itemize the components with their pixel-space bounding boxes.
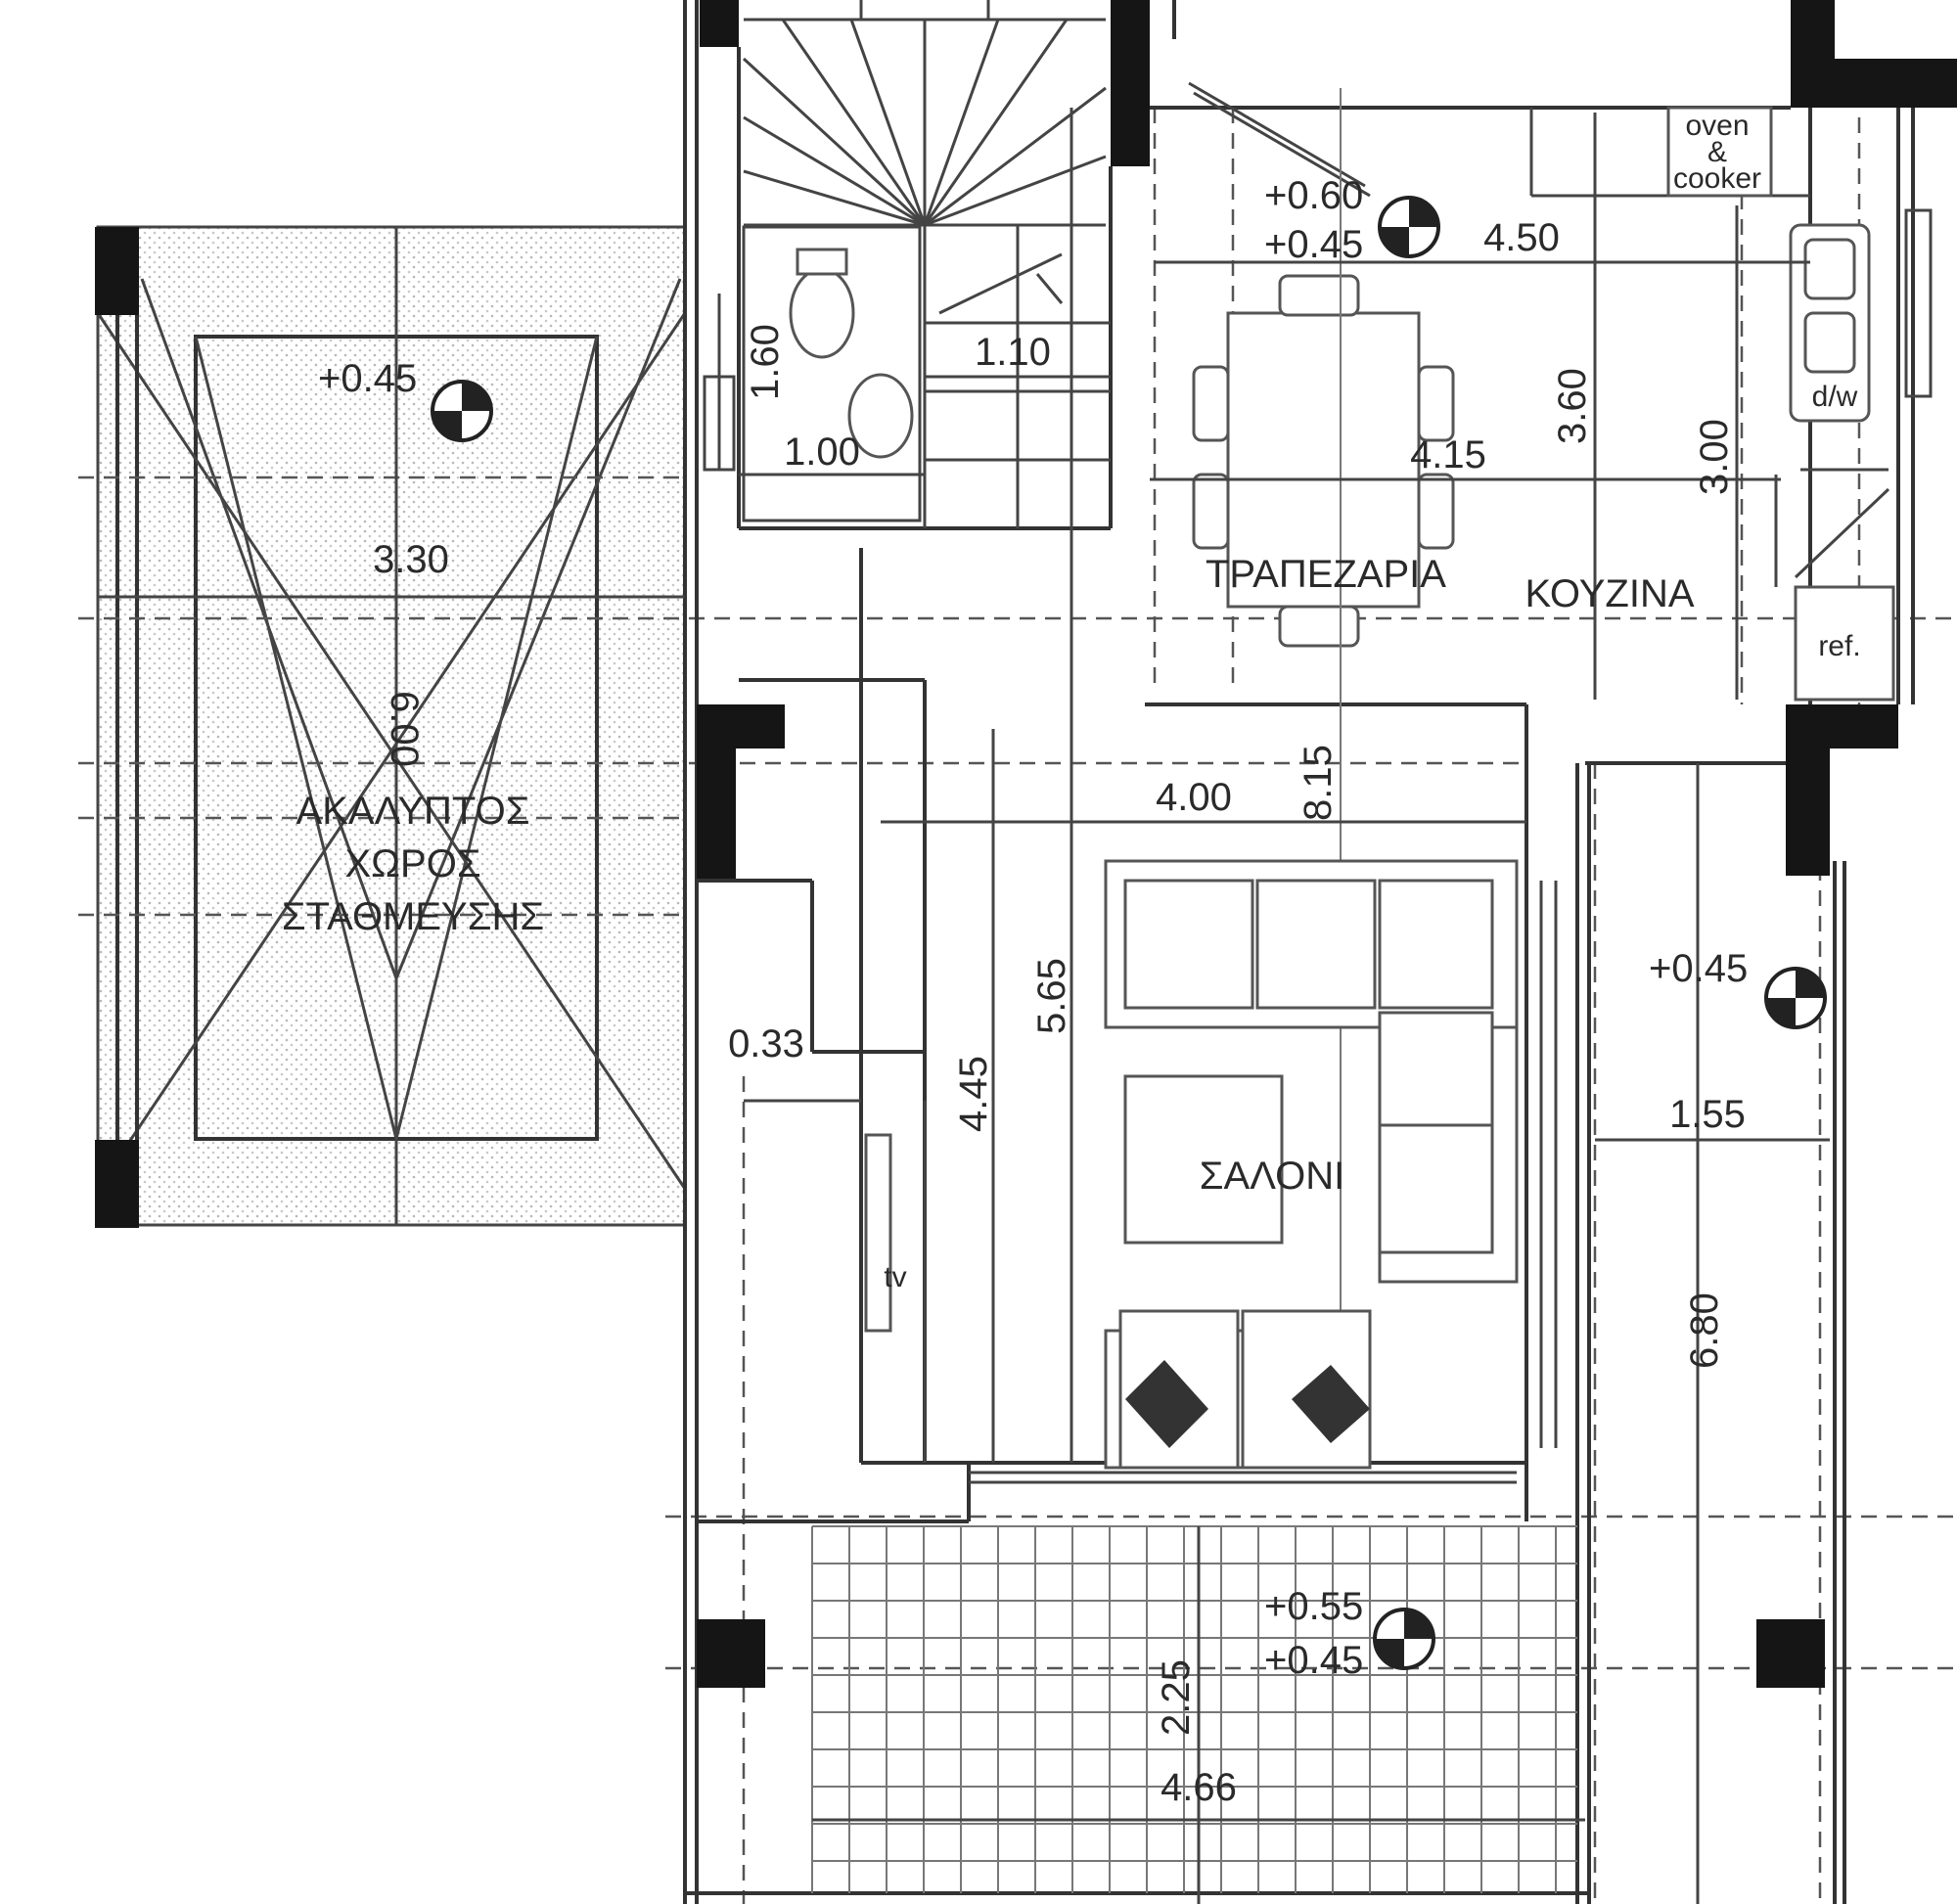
wash-basin — [847, 373, 914, 459]
dimension-label: 4.45 — [952, 1056, 995, 1132]
parking-pillar — [95, 227, 139, 315]
dimension-label: 1.60 — [744, 324, 787, 400]
dimension-label: 4.50 — [1483, 216, 1560, 259]
room-label-dining: ΤΡΑΠΕΖΑΡΙΑ — [1206, 553, 1446, 596]
chair — [1417, 365, 1455, 442]
dimension-label: 3.60 — [1551, 368, 1594, 444]
appliance-label: d/w — [1812, 381, 1858, 413]
dimension-label: 2.25 — [1155, 1659, 1198, 1736]
dimension-label: 1.10 — [975, 331, 1051, 374]
dimension-label: 5.65 — [1030, 958, 1073, 1034]
staircase — [742, 0, 1111, 528]
level-marker-icon — [1378, 196, 1440, 258]
room-label-parking: ΑΚΑΛΥΠΤΟΣ — [296, 790, 530, 833]
fridge — [1794, 585, 1895, 702]
chair — [1278, 274, 1360, 317]
toilet — [789, 267, 855, 359]
dimension-label: 6.80 — [1683, 1292, 1726, 1369]
dimension-label: 3.30 — [373, 538, 449, 581]
level-label: +0.60 — [1264, 174, 1363, 217]
level-marker-icon — [431, 380, 493, 442]
wall-column — [697, 704, 736, 881]
terrace — [811, 1525, 1577, 1893]
parking-pillar — [95, 1140, 139, 1228]
room-label-parking: ΣΤΑΘΜΕΥΣΗΣ — [282, 895, 544, 938]
dimension-label: 8.15 — [1297, 745, 1340, 821]
dimension-label: 3.00 — [1693, 419, 1736, 495]
room-label-living: ΣΑΛΟΝΙ — [1200, 1155, 1344, 1198]
wall-column — [1830, 704, 1898, 748]
dimension-lines — [98, 108, 1830, 1904]
appliance-label: oven — [1685, 110, 1749, 142]
coffee-table — [1123, 1074, 1284, 1245]
room-label-kitchen: ΚΟΥΖΙΝΑ — [1525, 572, 1694, 615]
level-label: +0.45 — [1264, 223, 1363, 266]
dining-kitchen — [1188, 81, 1933, 1463]
living-room — [864, 859, 1558, 1484]
dimension-label: 0.33 — [728, 1022, 804, 1065]
room-label-parking: ΧΩΡΟΣ — [344, 842, 480, 885]
walls — [683, 0, 1957, 1904]
chair — [1417, 473, 1455, 550]
dimension-label: 4.15 — [1410, 433, 1486, 476]
chair — [1192, 473, 1230, 550]
dimension-label: 1.55 — [1669, 1093, 1746, 1136]
dining-table — [1226, 311, 1421, 609]
appliance-label: tv — [884, 1261, 906, 1293]
level-label: +0.45 — [1649, 947, 1748, 990]
wall-column — [736, 704, 785, 748]
dimension-label: 1.00 — [784, 431, 860, 474]
wall-column — [1791, 0, 1835, 108]
level-marker-icon — [1764, 967, 1827, 1029]
wall-column — [1786, 704, 1830, 876]
chair — [1192, 365, 1230, 442]
wall-column — [1111, 0, 1150, 166]
chair — [1278, 605, 1360, 648]
dimension-label: 6.00 — [383, 691, 426, 767]
level-label: +0.55 — [1264, 1585, 1363, 1628]
level-label: +0.45 — [318, 357, 417, 400]
wall-column — [697, 1619, 765, 1688]
level-label: +0.45 — [1264, 1639, 1363, 1682]
wall-column — [1756, 1619, 1825, 1688]
dimension-label: 4.00 — [1156, 776, 1232, 819]
wall-column — [700, 0, 739, 47]
dimension-label: 4.66 — [1161, 1766, 1237, 1809]
appliance-label: ref. — [1818, 630, 1860, 662]
appliance-label: cooker — [1673, 162, 1761, 195]
level-marker-icon — [1373, 1608, 1435, 1670]
cushion-icon — [1125, 1360, 1370, 1448]
wall-column — [1835, 59, 1957, 108]
tv-unit — [864, 1133, 892, 1333]
appliance-label: & — [1707, 136, 1727, 168]
